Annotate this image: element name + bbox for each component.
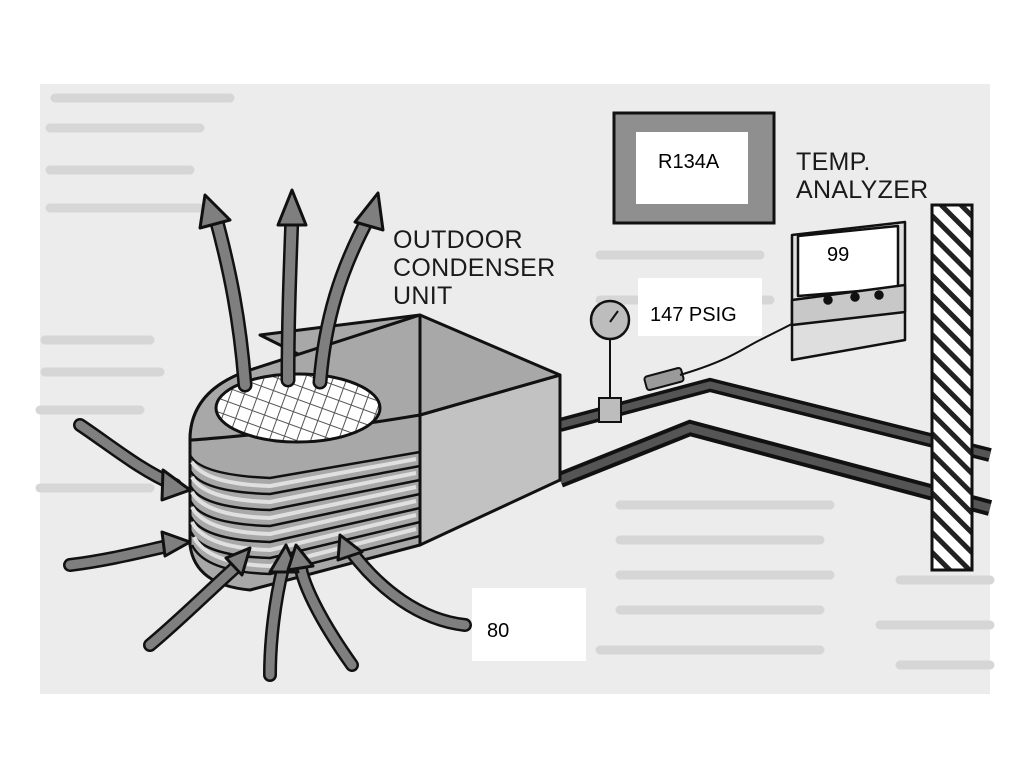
gauge-reading-box: 147 PSIG	[638, 278, 762, 336]
refrigerant-type-box: R134A	[636, 132, 748, 204]
analyzer-label-line-1: TEMP.	[796, 148, 871, 176]
condenser-unit-label: OUTDOOR CONDENSER UNIT	[393, 226, 555, 310]
condenser-label-line-1: OUTDOOR	[393, 226, 523, 254]
gauge-reading-text: 147 PSIG	[650, 304, 737, 326]
analyzer-label-line-2: ANALYZER	[796, 176, 929, 204]
condenser-label-line-2: CONDENSER	[393, 254, 556, 282]
ambient-reading-text: 80	[487, 620, 510, 642]
wall-hatched	[930, 203, 974, 572]
temp-analyzer-device	[790, 220, 907, 362]
refrigerant-type-text: R134A	[658, 151, 720, 173]
analyzer-reading-box: 99	[812, 232, 892, 282]
refrigerant-plate-inner	[636, 132, 748, 204]
temp-analyzer-label: TEMP. ANALYZER	[796, 148, 929, 204]
condenser-label-line-3: UNIT	[393, 282, 453, 310]
ambient-reading-box: 80	[472, 588, 586, 661]
analyzer-reading-text: 99	[827, 244, 850, 266]
exhaust-airflow-arrows	[198, 188, 385, 393]
intake-airflow-arrows	[63, 418, 472, 682]
pressure-gauge-icon	[589, 299, 631, 423]
outdoor-condenser-unit	[188, 313, 562, 592]
